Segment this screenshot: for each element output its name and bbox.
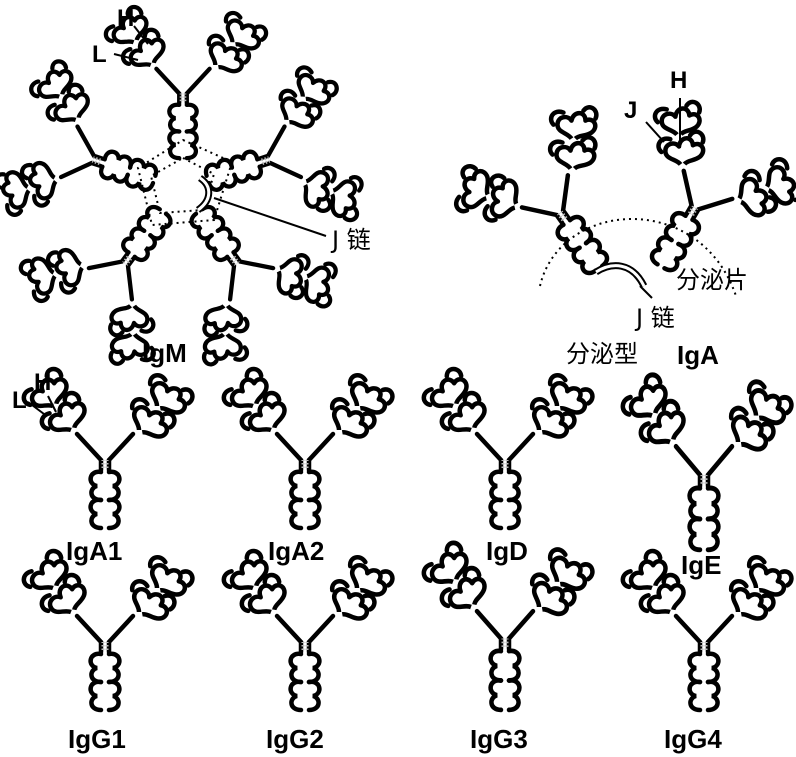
igg2-structure	[218, 548, 395, 710]
iga-j-chain-label: J 链	[634, 304, 675, 332]
iga2-structure	[218, 366, 395, 528]
igm-disulfide-ring	[136, 138, 234, 227]
igd-structure	[418, 366, 595, 528]
monomer-row-1	[18, 366, 794, 550]
iga1-label: IgA1	[66, 536, 122, 566]
igd-label: IgD	[486, 536, 528, 566]
igg4-label: IgG4	[664, 724, 722, 754]
iga-label: IgA	[677, 340, 719, 370]
iga1-heavy-chain-label: H	[34, 369, 51, 396]
iga-secretory-component-label: 分泌片	[676, 266, 748, 294]
iga-secretory-type-label: 分泌型	[566, 340, 638, 368]
igm-pentamer	[0, 4, 381, 386]
igm-label: IgM	[142, 338, 187, 368]
ige-structure	[617, 372, 794, 550]
iga-j-label: J	[624, 97, 637, 124]
igg2-label: IgG2	[266, 724, 324, 754]
igg1-label: IgG1	[68, 724, 126, 754]
iga1-light-chain-label: L	[12, 387, 27, 414]
igm-j-chain-label: J 链	[330, 226, 371, 254]
igm-light-chain-label: L	[92, 41, 107, 68]
igm-heavy-chain-label: H	[117, 5, 134, 32]
igg1-structure	[18, 548, 195, 710]
igm-j-chain-leader	[213, 197, 327, 237]
iga-heavy-chain-label: H	[670, 67, 687, 94]
monomer-row-2	[18, 540, 794, 710]
iga2-label: IgA2	[268, 536, 324, 566]
iga-dimer	[435, 83, 796, 318]
igg3-label: IgG3	[470, 724, 528, 754]
ige-label: IgE	[681, 550, 721, 580]
igm-monomer	[0, 50, 181, 257]
